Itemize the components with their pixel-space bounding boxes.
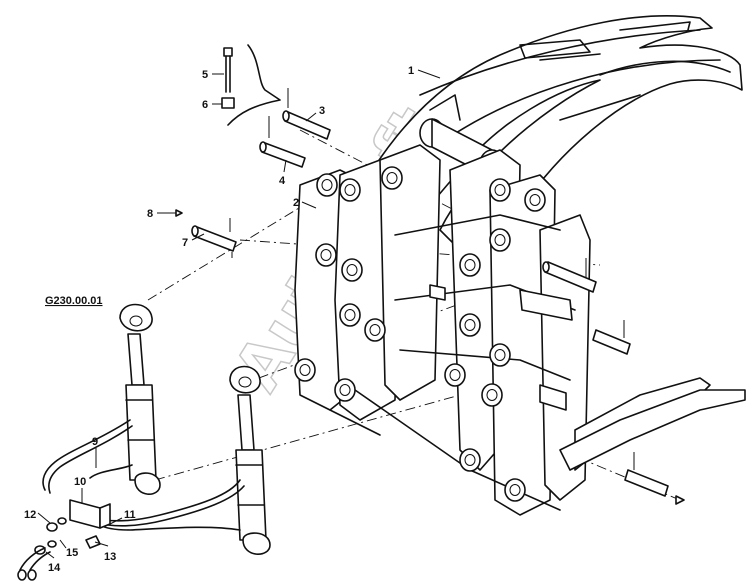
leader-lines (37, 69, 685, 559)
callout-9: 9 (92, 436, 98, 448)
callout-8: 8 (147, 208, 153, 220)
callout-3: 3 (319, 105, 325, 117)
callout-4: 4 (279, 175, 286, 187)
callout-10: 10 (74, 476, 86, 488)
callout-6: 6 (202, 99, 208, 111)
callout-15: 15 (66, 547, 78, 559)
callout-11: 11 (124, 509, 136, 521)
callout-labels: 1 2 3 4 5 6 7 8 9 10 11 12 13 14 15 G230… (24, 65, 414, 574)
callout-12: 12 (24, 509, 36, 521)
pins (191, 88, 669, 497)
callout-2: 2 (293, 197, 299, 209)
fork-tine (559, 377, 746, 471)
hydraulic-cylinders (119, 303, 271, 555)
callout-13: 13 (104, 551, 116, 563)
pin-bosses (294, 166, 546, 502)
callout-5: 5 (202, 69, 208, 81)
callout-1: 1 (408, 65, 414, 77)
bolt-and-nut (221, 44, 281, 126)
callout-7: 7 (182, 237, 188, 249)
hydraulic-hoses-valve (17, 419, 245, 581)
callout-14: 14 (48, 562, 61, 574)
assembly-reference-label: G230.00.01 (45, 295, 103, 307)
